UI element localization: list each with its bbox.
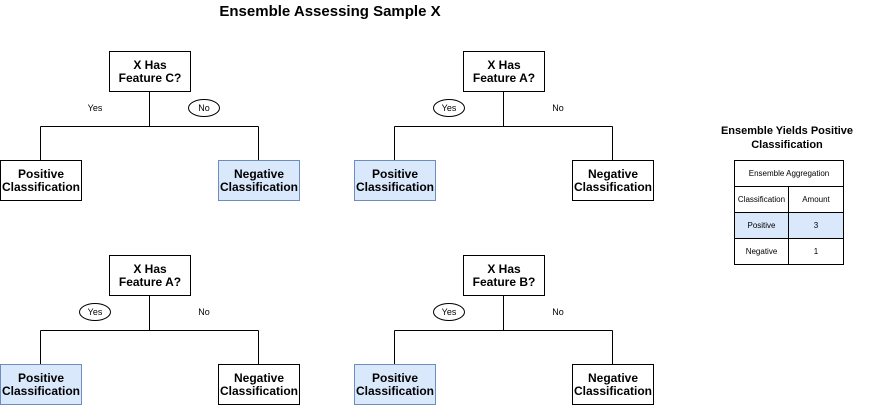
tree-3-right-leaf: Negative Classification: [218, 364, 300, 405]
tree-2-question: X Has Feature A?: [463, 51, 545, 92]
diagram-title: Ensemble Assessing Sample X: [219, 3, 441, 20]
tree-4-yes-label: Yes: [433, 303, 465, 321]
tree-4-left-leaf: Positive Classification: [354, 364, 436, 405]
column-header-amount: Amount: [788, 186, 844, 213]
table-row-negative: Negative 1: [734, 238, 844, 265]
tree-4-question: X Has Feature B?: [463, 255, 545, 296]
tree-2-edges: [394, 92, 613, 160]
tree-3-edges: [40, 296, 259, 364]
tree-2-right-leaf: Negative Classification: [572, 160, 654, 201]
ensemble-aggregation-table: Ensemble Aggregation Classification Amou…: [734, 160, 844, 265]
tree-3-left-leaf: Positive Classification: [0, 364, 82, 405]
tree-1-left-leaf: Positive Classification: [0, 160, 82, 201]
tree-1-yes-label: Yes: [87, 103, 103, 113]
row-label: Negative: [734, 238, 789, 265]
tree-1-no-label: No: [188, 99, 220, 117]
tree-4-edges: [394, 296, 613, 364]
tree-2-no-label: No: [552, 103, 564, 113]
table-header-row: Ensemble Aggregation: [734, 160, 844, 187]
tree-2-left-leaf: Positive Classification: [354, 160, 436, 201]
tree-3-no-label: No: [198, 307, 210, 317]
row-amount: 1: [788, 238, 844, 265]
column-header-classification: Classification: [734, 186, 789, 213]
tree-1-right-leaf: Negative Classification: [218, 160, 300, 201]
row-amount: 3: [788, 212, 844, 239]
table-header: Ensemble Aggregation: [734, 160, 844, 187]
tree-1-question: X Has Feature C?: [109, 51, 191, 92]
table-row-positive: Positive 3: [734, 212, 844, 239]
tree-2-yes-label: Yes: [433, 99, 465, 117]
tree-3-yes-label: Yes: [79, 303, 111, 321]
ensemble-result-title: Ensemble Yields Positive Classification: [720, 125, 854, 151]
tree-4-right-leaf: Negative Classification: [572, 364, 654, 405]
tree-4-no-label: No: [552, 307, 564, 317]
tree-3-question: X Has Feature A?: [109, 255, 191, 296]
row-label: Positive: [734, 212, 789, 239]
tree-1-edges: [40, 92, 259, 160]
table-column-row: Classification Amount: [734, 186, 844, 213]
